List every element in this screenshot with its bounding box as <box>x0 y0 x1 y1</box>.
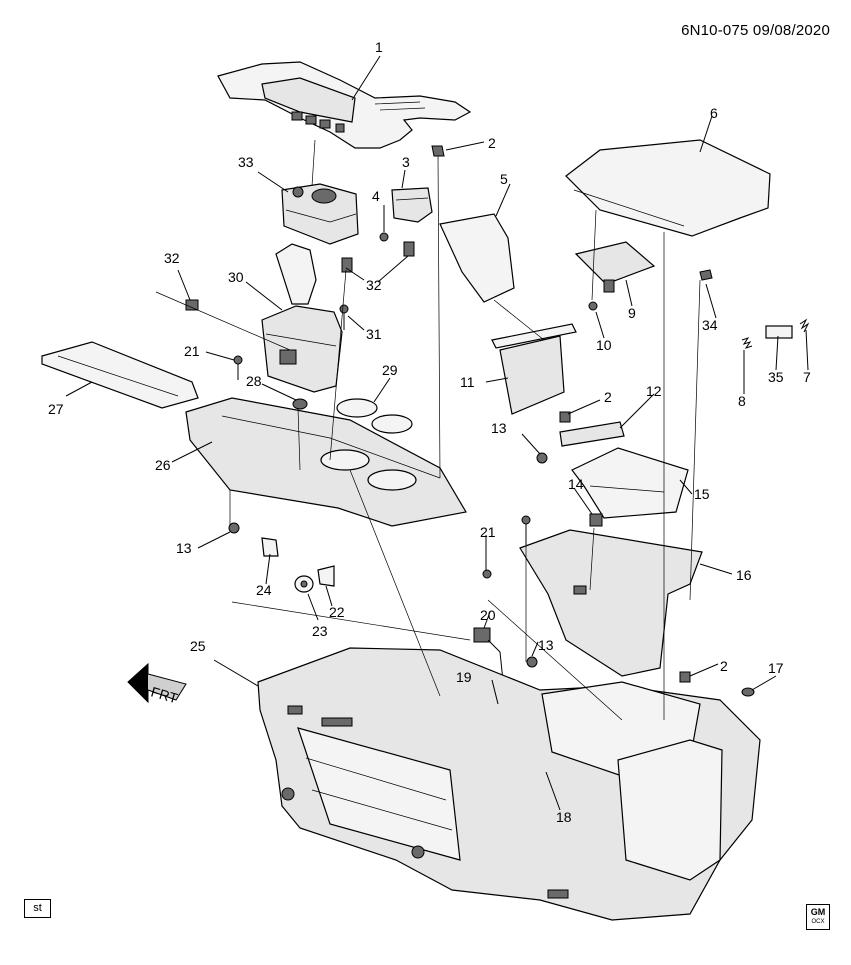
alignment-lines <box>155 139 701 721</box>
callout-34: 34 <box>702 317 718 333</box>
callout-12: 12 <box>646 383 662 399</box>
callout-8: 8 <box>738 393 746 409</box>
callout-26: 26 <box>155 457 171 473</box>
part-26-console-upper <box>185 397 467 527</box>
callout-32b: 32 <box>164 250 180 266</box>
callout-5: 5 <box>500 171 508 187</box>
callout-labels: 1 2 3 33 4 32 32 30 31 21 28 29 27 26 13… <box>48 39 811 825</box>
callout-21b: 21 <box>480 524 496 540</box>
callout-28: 28 <box>246 373 262 389</box>
callout-16: 16 <box>736 567 752 583</box>
callout-3: 3 <box>402 154 410 170</box>
callout-15: 15 <box>694 486 710 502</box>
part-2-clip-upper <box>431 145 445 157</box>
part-10-screw <box>588 301 598 311</box>
callout-17: 17 <box>768 660 784 676</box>
part-33-control-switch <box>281 183 359 245</box>
callout-18: 18 <box>556 809 572 825</box>
diagram-code: 6N10-075 09/08/2020 <box>681 22 830 39</box>
part-24-bracket <box>261 537 279 557</box>
callout-7: 7 <box>803 369 811 385</box>
st-label-box: st <box>24 899 51 918</box>
part-8-35-7-spring-set <box>741 318 810 349</box>
callout-22: 22 <box>329 604 345 620</box>
callout-24: 24 <box>256 582 272 598</box>
callout-32a: 32 <box>366 277 382 293</box>
callout-35: 35 <box>768 369 784 385</box>
part-14-connector <box>589 513 603 527</box>
callout-19: 19 <box>456 669 472 685</box>
callout-14: 14 <box>568 476 584 492</box>
part-17-clip <box>741 687 755 697</box>
part-25-console-lower <box>257 647 761 921</box>
part-31-bolt <box>339 304 349 330</box>
part-9-hinge <box>574 241 656 293</box>
callout-27: 27 <box>48 401 64 417</box>
front-label: FRT <box>149 684 180 707</box>
part-27-tray <box>41 341 199 409</box>
part-30-shifter-assy <box>261 243 343 393</box>
part-6-armrest-lid <box>565 139 771 237</box>
part-4-screw <box>379 232 389 242</box>
callout-13c: 13 <box>538 637 554 653</box>
part-23-22-fastener <box>294 565 335 593</box>
callout-25: 25 <box>190 638 206 654</box>
callout-9: 9 <box>628 305 636 321</box>
callout-2a: 2 <box>488 135 496 151</box>
callout-29: 29 <box>382 362 398 378</box>
leader-lines <box>65 55 809 811</box>
part-34-clip <box>699 269 713 281</box>
part-16-armrest-bin <box>519 529 703 677</box>
callout-10: 10 <box>596 337 612 353</box>
part-11-door <box>491 323 577 415</box>
callout-23: 23 <box>312 623 328 639</box>
gm-logo-subtext: OCX <box>811 919 825 925</box>
part-15-storage-bin <box>571 447 689 519</box>
callout-31: 31 <box>366 326 382 342</box>
part-1-trim-plate <box>217 61 472 149</box>
callout-1: 1 <box>375 39 383 55</box>
callout-33: 33 <box>238 154 254 170</box>
callout-4: 4 <box>372 188 380 204</box>
callout-2c: 2 <box>720 658 728 674</box>
part-28-grommet <box>292 398 308 410</box>
part-12-latch <box>559 421 625 447</box>
front-direction-arrow: FRT <box>127 662 187 707</box>
part-32-connectors <box>185 241 415 311</box>
callout-30: 30 <box>228 269 244 285</box>
callout-2b: 2 <box>604 389 612 405</box>
part-13-nuts <box>228 452 548 668</box>
part-2-clips-other <box>559 411 691 683</box>
part-21-bolt-right <box>482 515 531 579</box>
part-3-switch <box>391 187 433 223</box>
callout-21a: 21 <box>184 343 200 359</box>
callout-13b: 13 <box>491 420 507 436</box>
part-21-bolt-left <box>233 355 243 380</box>
gm-logo-text: GM <box>810 907 826 917</box>
callout-11: 11 <box>460 374 475 390</box>
callout-6: 6 <box>710 105 718 121</box>
part-5-bin <box>439 213 515 303</box>
callout-20: 20 <box>480 607 496 623</box>
callout-13a: 13 <box>176 540 192 556</box>
part-29-cupholder-mat <box>336 398 413 434</box>
gm-logo: GM OCX <box>806 904 830 930</box>
